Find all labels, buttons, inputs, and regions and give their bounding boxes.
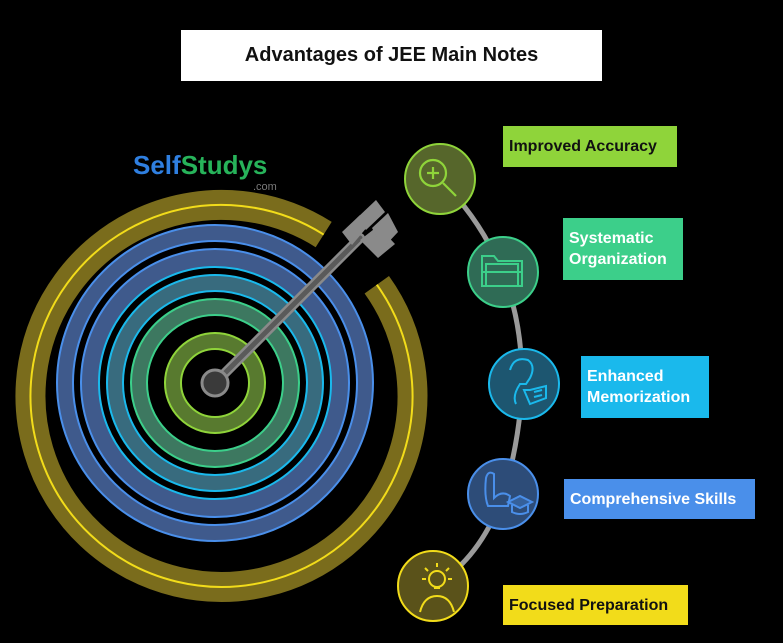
label-text: Improved Accuracy <box>509 138 657 155</box>
arm-graduation-cap-icon <box>484 471 535 515</box>
target-rings <box>15 189 428 602</box>
label-text: Comprehensive Skills <box>570 490 737 508</box>
page-title: Advantages of JEE Main Notes <box>244 44 539 66</box>
icon-circle-3 <box>488 348 560 420</box>
icon-circle-2 <box>467 236 539 308</box>
reading-person-icon <box>509 358 547 406</box>
title-box: Advantages of JEE Main Notes <box>181 30 602 81</box>
magnifier-plus-icon <box>418 158 457 197</box>
icon-circle-4 <box>467 458 539 530</box>
label-enhanced-memorization: Enhanced Memorization <box>581 356 709 418</box>
icon-circle-5 <box>397 550 469 622</box>
label-comprehensive-skills: Comprehensive Skills <box>564 479 755 519</box>
arrow-icon <box>200 200 398 398</box>
label-text: Systematic Organization <box>569 230 667 268</box>
folder-icon <box>481 255 523 287</box>
label-systematic-organization: Systematic Organization <box>563 218 683 280</box>
icon-circle-1 <box>404 143 476 215</box>
label-improved-accuracy: Improved Accuracy <box>503 126 677 167</box>
label-focused-preparation: Focused Preparation <box>503 585 688 625</box>
ring-cyan <box>107 275 323 491</box>
ring-green <box>131 299 299 467</box>
ring-blue <box>57 225 373 541</box>
label-text: Focused Preparation <box>509 596 669 614</box>
label-text: Enhanced Memorization <box>587 368 691 406</box>
ring-lime <box>165 333 265 433</box>
ring-blue-inner <box>81 249 349 517</box>
logo-self: Self <box>133 150 181 180</box>
logo-domain: .com <box>253 181 277 193</box>
logo-studys: Studys <box>180 150 268 180</box>
selfstudys-logo: SelfStudys <box>133 150 267 180</box>
lightbulb-person-icon <box>419 563 455 613</box>
